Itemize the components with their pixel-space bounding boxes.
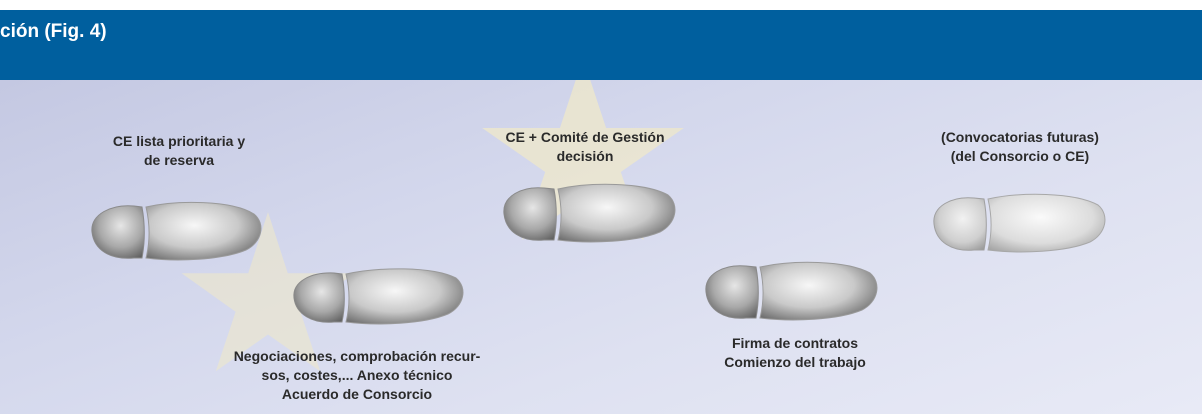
page-title: ción (Fig. 4) bbox=[0, 21, 107, 42]
step-label-negotiations: Negociaciones, comprobación recur- sos, … bbox=[233, 348, 481, 402]
footprint-icon bbox=[91, 201, 262, 261]
footprint-icon bbox=[293, 268, 464, 325]
step-label-future-calls: (Convocatorias futuras) (del Consorcio o… bbox=[941, 129, 1099, 164]
footprint-icon bbox=[705, 261, 878, 321]
header-bar: ción (Fig. 4) bbox=[0, 10, 1202, 80]
footprint-icon bbox=[933, 193, 1106, 253]
step-label-priority-list: CE lista prioritaria y de reserva bbox=[112, 133, 246, 168]
diagram-area: CE lista prioritaria y de reserva Negoci… bbox=[0, 80, 1202, 414]
step-label-committee-decision: CE + Comité de Gestión decisión bbox=[505, 129, 665, 164]
step-label-contracts: Firma de contratos Comienzo del trabajo bbox=[724, 335, 866, 370]
footprint-icon bbox=[503, 183, 676, 243]
